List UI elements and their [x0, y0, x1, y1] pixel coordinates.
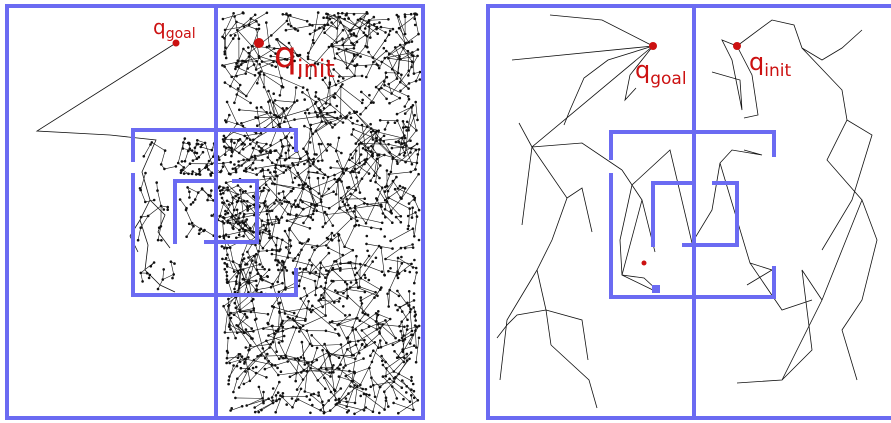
right-tree-branch — [566, 187, 593, 233]
right-tree-branch — [736, 19, 863, 384]
right-inner-maze-wall — [682, 181, 739, 247]
left-rrt-diagram: qgoal qinit — [5, 4, 425, 420]
left-sparse-tree — [35, 42, 177, 293]
right-outer-maze-wall — [609, 173, 776, 299]
left-outer-maze-wall — [131, 128, 298, 162]
right-walls — [486, 4, 891, 420]
right-tree-branch — [549, 14, 654, 47]
left-walls — [5, 4, 425, 420]
right-tree-branch — [499, 146, 568, 381]
right-tree-branch — [536, 269, 552, 346]
right-tree-branch — [746, 262, 773, 286]
right-tree-branch — [821, 119, 873, 251]
right-tree-branch — [781, 269, 823, 381]
right-outer-wall — [486, 4, 891, 420]
right-tree-branch — [841, 199, 878, 381]
right-tree-branch — [511, 45, 654, 61]
right-tree-branch — [531, 142, 623, 171]
right-tree-branch — [619, 149, 813, 311]
left-tree-branch — [149, 199, 171, 249]
left-outer-maze-wall — [131, 173, 298, 297]
right-tree-branch — [719, 149, 763, 164]
left-init-label: qinit — [274, 35, 335, 83]
right-tree-branch — [545, 309, 589, 361]
right-tree-branch — [521, 45, 654, 226]
right-sparse-tree — [496, 14, 878, 409]
right-tree-branch — [624, 45, 654, 102]
right-tree-branch — [736, 45, 759, 119]
right-tree-branch — [550, 344, 598, 409]
right-goal-point — [649, 42, 657, 50]
right-inner-maze-wall — [651, 181, 696, 247]
left-rrt-panel: qgoal qinit — [0, 0, 430, 423]
left-inner-maze-wall — [173, 179, 218, 244]
right-init-point — [733, 42, 741, 50]
right-tree-branch — [563, 45, 654, 126]
right-init-label: qinit — [749, 48, 791, 81]
left-dense-tree — [136, 11, 422, 416]
left-inner-maze-wall — [204, 179, 259, 244]
right-tree-branch — [711, 39, 743, 111]
right-marker-square — [652, 285, 660, 293]
right-rrt-panel: qgoal qinit — [482, 0, 891, 423]
right-rrt-diagram: qgoal qinit — [486, 4, 891, 420]
right-tree-branch — [518, 122, 533, 148]
right-tree-branch — [801, 29, 863, 61]
left-init-point — [254, 38, 264, 48]
right-goal-label: qgoal — [635, 56, 687, 89]
right-tree-branch — [496, 309, 547, 339]
right-outer-maze-wall — [609, 130, 776, 160]
left-goal-label: qgoal — [153, 15, 196, 42]
left-goal-point — [172, 39, 180, 47]
left-tree-branch — [129, 219, 141, 253]
right-waypoint — [641, 260, 647, 266]
left-tree-branch — [35, 42, 177, 293]
